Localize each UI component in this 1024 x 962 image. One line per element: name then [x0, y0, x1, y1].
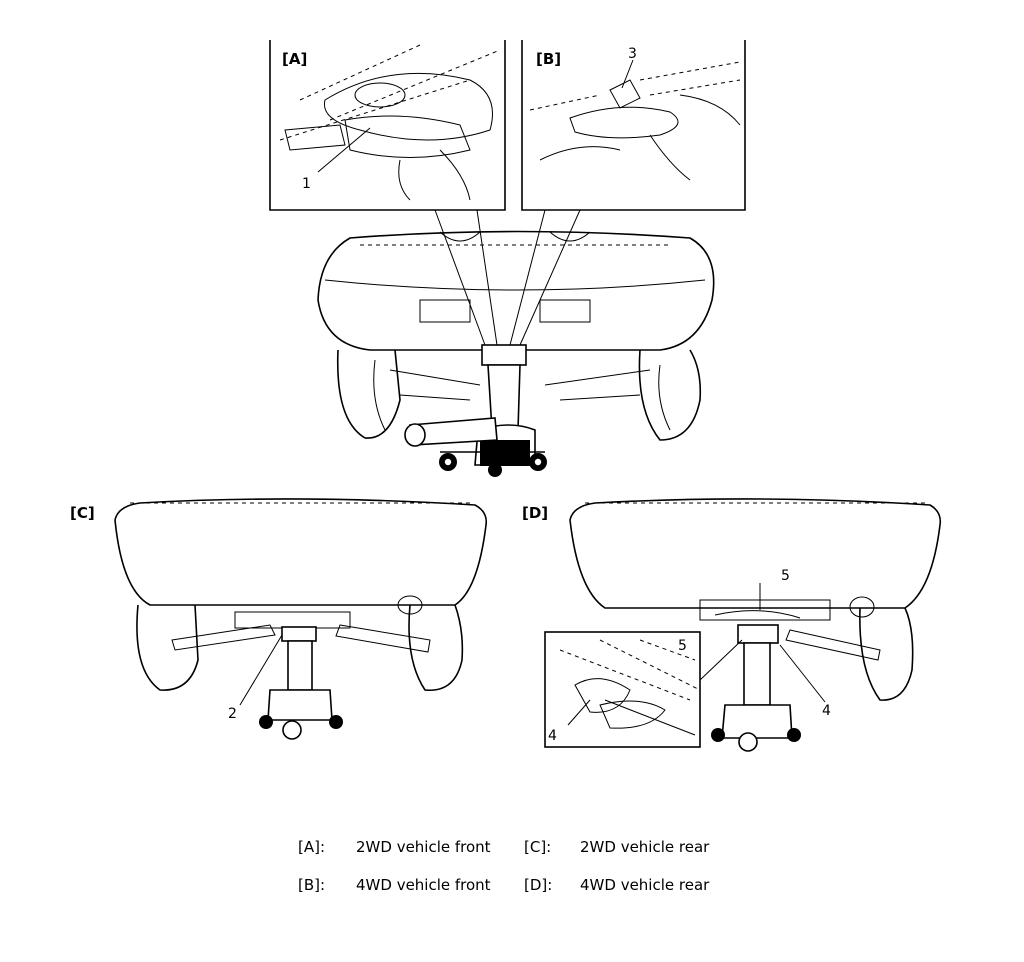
inset-leaders [434, 209, 581, 346]
legend-key: [B]: [298, 876, 326, 894]
panel-tag-a: [A] [282, 50, 307, 68]
legend-key: [A]: [298, 838, 326, 856]
jack-point-diagram: [A] 1 [B] 3 [70, 40, 942, 752]
legend-key: [D]: [524, 876, 553, 894]
inset-a: [A] 1 [269, 40, 506, 211]
panel-c: [C] 2 [70, 498, 488, 740]
legend-row: [A]: 2WD vehicle front [C]: 2WD vehicle … [280, 832, 750, 870]
panel-tag-b: [B] [536, 50, 561, 68]
legend-value: 2WD vehicle rear [580, 838, 710, 856]
legend-value: 4WD vehicle front [356, 876, 491, 894]
callout-1: 1 [302, 176, 311, 192]
panel-d: [D] 5 5 4 4 [522, 498, 942, 752]
front-car-view [317, 230, 715, 477]
panel-tag-c: [C] [70, 504, 95, 522]
callout-5-main: 5 [781, 568, 790, 584]
legend-value: 4WD vehicle rear [580, 876, 710, 894]
inset-b: [B] 3 [521, 40, 746, 211]
legend: [A]: 2WD vehicle front [C]: 2WD vehicle … [280, 832, 750, 908]
callout-4-inset: 4 [548, 728, 557, 744]
legend-row: [B]: 4WD vehicle front [D]: 4WD vehicle … [280, 870, 750, 908]
legend-value: 2WD vehicle front [356, 838, 491, 856]
callout-4-main: 4 [822, 703, 831, 719]
legend-key: [C]: [524, 838, 552, 856]
callout-2: 2 [228, 706, 237, 722]
callout-5-inset: 5 [678, 638, 687, 654]
panel-tag-d: [D] [522, 504, 548, 522]
callout-3: 3 [628, 46, 637, 62]
